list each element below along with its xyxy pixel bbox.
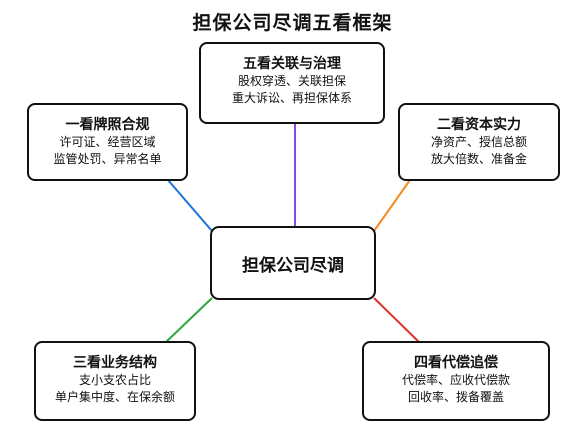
node-line: 监管处罚、异常名单 — [53, 152, 162, 166]
node-line: 回收率、拨备覆盖 — [407, 390, 504, 404]
node-capital-strength: 二看资本实力 净资产、授信总额 放大倍数、准备金 — [398, 103, 560, 181]
connector-lower-left — [164, 297, 213, 344]
node-line: 单户集中度、在保余额 — [54, 390, 175, 404]
connector-upper-right — [373, 179, 411, 232]
node-line: 许可证、经营区域 — [59, 135, 156, 149]
node-line: 股权穿透、关联担保 — [237, 74, 346, 88]
node-heading: 二看资本实力 — [437, 117, 521, 133]
node-line: 净资产、授信总额 — [430, 135, 527, 149]
connector-lower-right — [373, 297, 421, 344]
diagram-title: 担保公司尽调五看框架 — [192, 12, 393, 34]
center-label: 担保公司尽调 — [242, 255, 344, 276]
connector-upper-left — [167, 179, 213, 232]
node-heading: 五看关联与治理 — [243, 56, 341, 72]
node-compensation-recovery: 四看代偿追偿 代偿率、应收代偿款 回收率、拨备覆盖 — [362, 341, 550, 421]
node-heading: 三看业务结构 — [73, 355, 157, 371]
node-line: 代偿率、应收代偿款 — [401, 373, 510, 387]
node-business-structure: 三看业务结构 支小支农占比 单户集中度、在保余额 — [34, 341, 196, 421]
node-line: 放大倍数、准备金 — [430, 152, 527, 166]
node-line: 支小支农占比 — [78, 373, 151, 387]
node-line: 重大诉讼、再担保体系 — [231, 91, 352, 105]
node-heading: 四看代偿追偿 — [414, 355, 498, 371]
node-governance: 五看关联与治理 股权穿透、关联担保 重大诉讼、再担保体系 — [199, 42, 385, 124]
center-node: 担保公司尽调 — [210, 226, 376, 300]
node-license-compliance: 一看牌照合规 许可证、经营区域 监管处罚、异常名单 — [27, 103, 188, 181]
node-heading: 一看牌照合规 — [65, 117, 150, 133]
